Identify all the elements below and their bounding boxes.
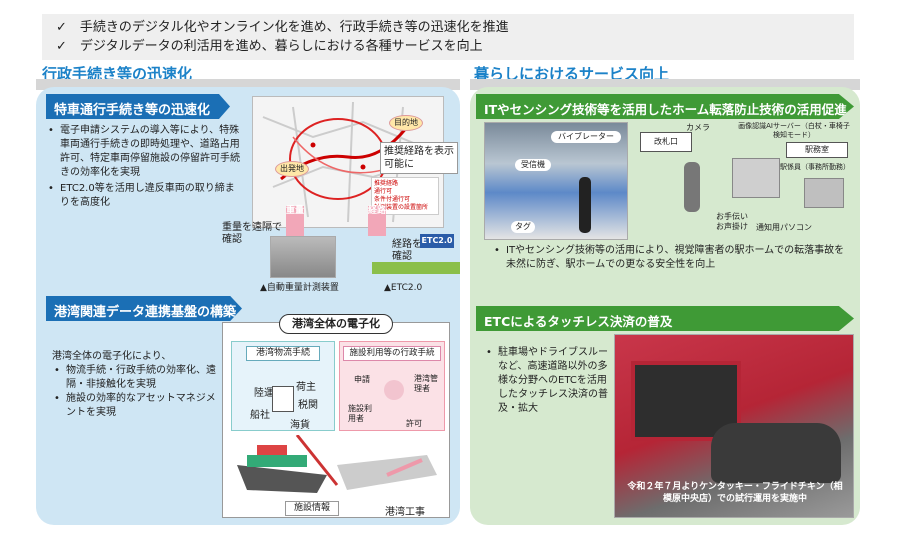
role-label: 許可 [406, 419, 422, 428]
bullet-item: 電子申請システムの導入等により、特殊車両通行手続きの即時処理や、道路占用許可、特… [46, 124, 242, 180]
logistics-label: 港湾物流手続 [246, 346, 320, 361]
staff-label: 駅係員（事務所勤務） [780, 163, 850, 171]
legend-item: 通行可 [374, 188, 393, 195]
station-office-label: 駅務室 [786, 142, 848, 158]
admin-label: 施設利用等の行政手続 [343, 346, 441, 361]
port-works-label: 港湾工事 [385, 507, 425, 518]
role-label: 施設利用者 [348, 404, 372, 423]
user-figure [684, 162, 700, 212]
help-line-1: お手伝い [716, 212, 748, 221]
car-shape [711, 423, 841, 483]
block-heading-port: 港湾関連データ連携基盤の構築 [46, 296, 242, 321]
legend-item: 条件付通行可 [374, 196, 411, 203]
block-heading-platform: ITやセンシング技術等を活用したホーム転落防止技術の活用促進 [476, 94, 854, 119]
platform-photo: バイブレーター 受信機 タグ [484, 122, 628, 240]
port-intro: 港湾全体の電子化により、 [52, 351, 172, 362]
role-label: 申請 [354, 375, 370, 384]
summary-point-2: ✓ デジタルデータの利活用を進め、暮らしにおける各種サービスを向上 [56, 39, 483, 54]
pc-icon [804, 178, 844, 208]
help-label: お手伝い お声掛け [716, 212, 748, 232]
caption-weight-device: ▲自動重量計測装置 [260, 283, 339, 293]
summary-box: ✓ 手続きのデジタル化やオンライン化を進め、行政手続き等の迅速化を推進 ✓ デジ… [42, 14, 854, 60]
etc-device-ground [372, 262, 460, 274]
receiver-label: 受信機 [515, 159, 551, 171]
bullet-item: ETC2.0等を活用し違反車両の取り締まりを高度化 [46, 182, 242, 210]
pc-label: 通知用パソコン [756, 223, 812, 232]
vibrator-label: バイブレーター [551, 131, 621, 143]
weight-remote-label: 重量を遠隔で確認 [222, 222, 282, 245]
left-section-title: 行政手続き等の迅速化 [42, 65, 193, 83]
weight-arrow: 重量 [286, 206, 304, 236]
summary-point-1: ✓ 手続きのデジタル化やオンライン化を進め、行政手続き等の迅速化を推進 [56, 20, 509, 35]
left-section-rule [36, 79, 460, 90]
role-label: 陸運 [254, 388, 274, 399]
port-illustration [237, 435, 437, 493]
port-text: 港湾全体の電子化により、 物流手続・行政手続の効率化、遠隔・非接触化を実現 施設… [52, 350, 222, 420]
route-map: 出発地 目的地 推奨経路 通行可 条件付通行可 計測装置の設置箇所 [252, 96, 444, 228]
role-label: 港湾管理者 [414, 374, 438, 393]
route-note: 推奨経路を表示可能に [380, 142, 458, 174]
port-diagram: 港湾全体の電子化 港湾物流手続 陸運 荷主 船社 税関 海貨 施設利用等の行政手… [222, 314, 450, 518]
block-heading-etc: ETCによるタッチレス決済の普及 [476, 306, 854, 331]
right-section-title: 暮らしにおけるサービス向上 [474, 65, 670, 83]
station-diagram: カメラ 改札口 画像認識AIサーバー（白杖・車椅子検知モード） 駅務室 駅係員（… [636, 118, 852, 236]
caption-etc: ▲ETC2.0 [384, 283, 423, 293]
block-heading-special-vehicle: 特車通行手続き等の迅速化 [46, 94, 230, 119]
legend-item: 計測装置の設置箇所 [374, 204, 429, 211]
facility-info-label: 施設情報 [285, 501, 339, 516]
role-label: 荷主 [296, 382, 316, 393]
bullet-item: 駐車場やドライブスルーなど、高速道路以外の多様な分野へのETCを活用したタッチレ… [484, 346, 610, 416]
legend-item: 推奨経路 [374, 180, 399, 187]
tablet-icon [384, 380, 404, 400]
origin-marker: 出発地 [275, 161, 309, 177]
camera-label: カメラ [686, 123, 710, 132]
right-section-rule [470, 79, 860, 90]
bullet-item: 物流手続・行政手続の効率化、遠隔・非接触化を実現 [52, 364, 222, 392]
gate-label: 改札口 [640, 132, 692, 152]
server-icon [732, 158, 780, 198]
port-diagram-title: 港湾全体の電子化 [279, 314, 393, 334]
ai-server-label: 画像認識AIサーバー（白杖・車椅子検知モード） [738, 122, 850, 139]
destination-marker: 目的地 [389, 115, 423, 131]
platform-bullets: ITやセンシング技術等の活用により、視覚障害者の駅ホームでの転落事故を未然に防ぎ… [492, 244, 850, 272]
help-line-2: お声掛け [716, 222, 748, 231]
drive-through-photo: 令和２年７月よりケンタッキー・フライドチキン（相模原中央店）での試行運用を実施中 [614, 334, 854, 518]
etc-badge: ETC2.0 [420, 234, 454, 248]
weight-sensor-photo [270, 236, 336, 278]
admin-box: 施設利用等の行政手続 申請 港湾管理者 施設利用者 許可 [339, 341, 445, 431]
role-label: 税関 [298, 400, 318, 411]
route-arrow: 経路 [368, 206, 386, 236]
document-icon [272, 386, 294, 412]
logistics-box: 港湾物流手続 陸運 荷主 船社 税関 海貨 [231, 341, 335, 431]
photo-caption: 令和２年７月よりケンタッキー・フライドチキン（相模原中央店）での試行運用を実施中 [627, 482, 843, 504]
role-label: 海貨 [290, 420, 310, 431]
special-vehicle-bullets: 電子申請システムの導入等により、特殊車両通行手続きの即時処理や、道路占用許可、特… [46, 124, 242, 210]
bullet-item: ITやセンシング技術等の活用により、視覚障害者の駅ホームでの転落事故を未然に防ぎ… [492, 244, 850, 272]
tag-label: タグ [511, 221, 535, 233]
person-figure [579, 177, 591, 233]
bullet-item: 施設の効率的なアセットマネジメントを実現 [52, 392, 222, 420]
etc-bullets: 駐車場やドライブスルーなど、高速道路以外の多様な分野へのETCを活用したタッチレ… [484, 346, 610, 416]
role-label: 船社 [250, 410, 270, 421]
